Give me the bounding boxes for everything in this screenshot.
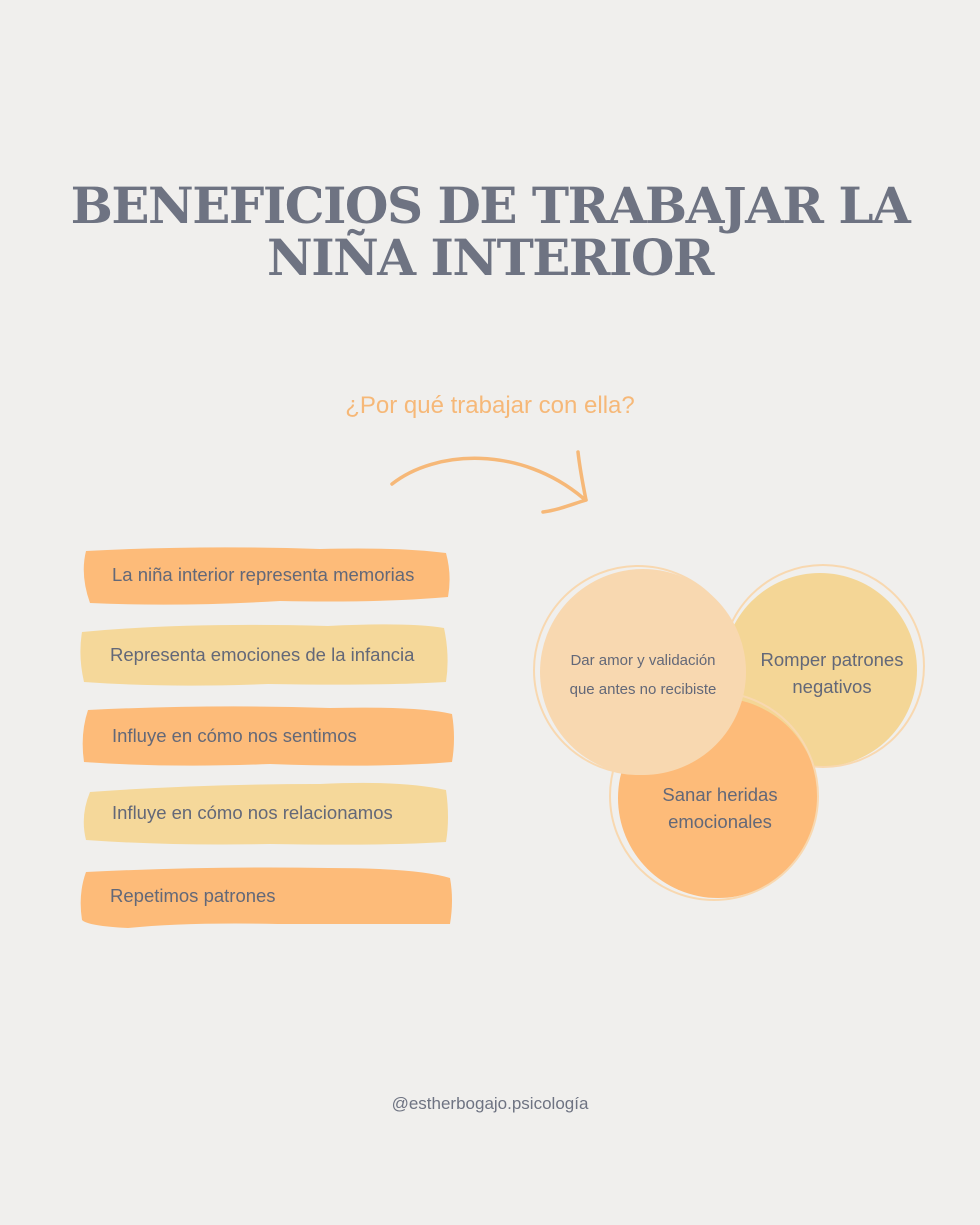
venn-diagram <box>533 564 925 901</box>
circle-left-line-2: que antes no recibiste <box>569 681 717 698</box>
circle-left-text: Dar amor y validación que antes no recib… <box>543 640 743 710</box>
circle-left <box>540 569 746 775</box>
title-line-2: NIÑA INTERIOR <box>267 228 714 287</box>
list-item-label: Influye en cómo nos relacionamos <box>112 802 393 823</box>
curved-arrow-icon <box>390 450 588 514</box>
brush-stroke-shape <box>82 706 455 766</box>
list-item: Repetimos patrones <box>78 864 454 928</box>
list-item: La niña interior representa memorias <box>80 545 452 605</box>
title-line-1: BENEFICIOS DE TRABAJAR LA <box>70 176 911 235</box>
brush-stroke-shape <box>80 624 448 686</box>
page-title: BENEFICIOS DE TRABAJAR LA NIÑA INTERIOR <box>0 180 980 284</box>
circle-bottom-line-1: Sanar heridas <box>662 784 778 805</box>
circle-right-text: Romper patrones negativos <box>742 645 922 701</box>
list-item-label: Representa emociones de la infancia <box>110 644 415 665</box>
list-item-label: Influye en cómo nos sentimos <box>112 725 357 746</box>
circle-right-line-2: negativos <box>792 676 872 697</box>
circle-bottom-line-2: emocionales <box>668 811 772 832</box>
brush-stroke-shape <box>80 867 453 928</box>
list-item: Representa emociones de la infancia <box>78 622 450 688</box>
circle-bottom-text: Sanar heridas emocionales <box>620 780 820 836</box>
brush-stroke-shape <box>83 782 448 845</box>
footer-handle: @estherbogajo.psicología <box>391 1094 589 1113</box>
list-item: Influye en cómo nos relacionamos <box>80 780 450 846</box>
circle-right-line-1: Romper patrones <box>760 649 904 670</box>
brush-stroke-shape <box>83 547 450 605</box>
list-item-label: Repetimos patrones <box>110 885 276 906</box>
circle-left-outline <box>533 565 743 775</box>
list-item-label: La niña interior representa memorias <box>112 564 415 585</box>
list-item: Influye en cómo nos sentimos <box>80 704 456 768</box>
circle-left-line-1: Dar amor y validación <box>570 652 716 669</box>
subtitle: ¿Por qué trabajar con ella? <box>345 392 635 419</box>
